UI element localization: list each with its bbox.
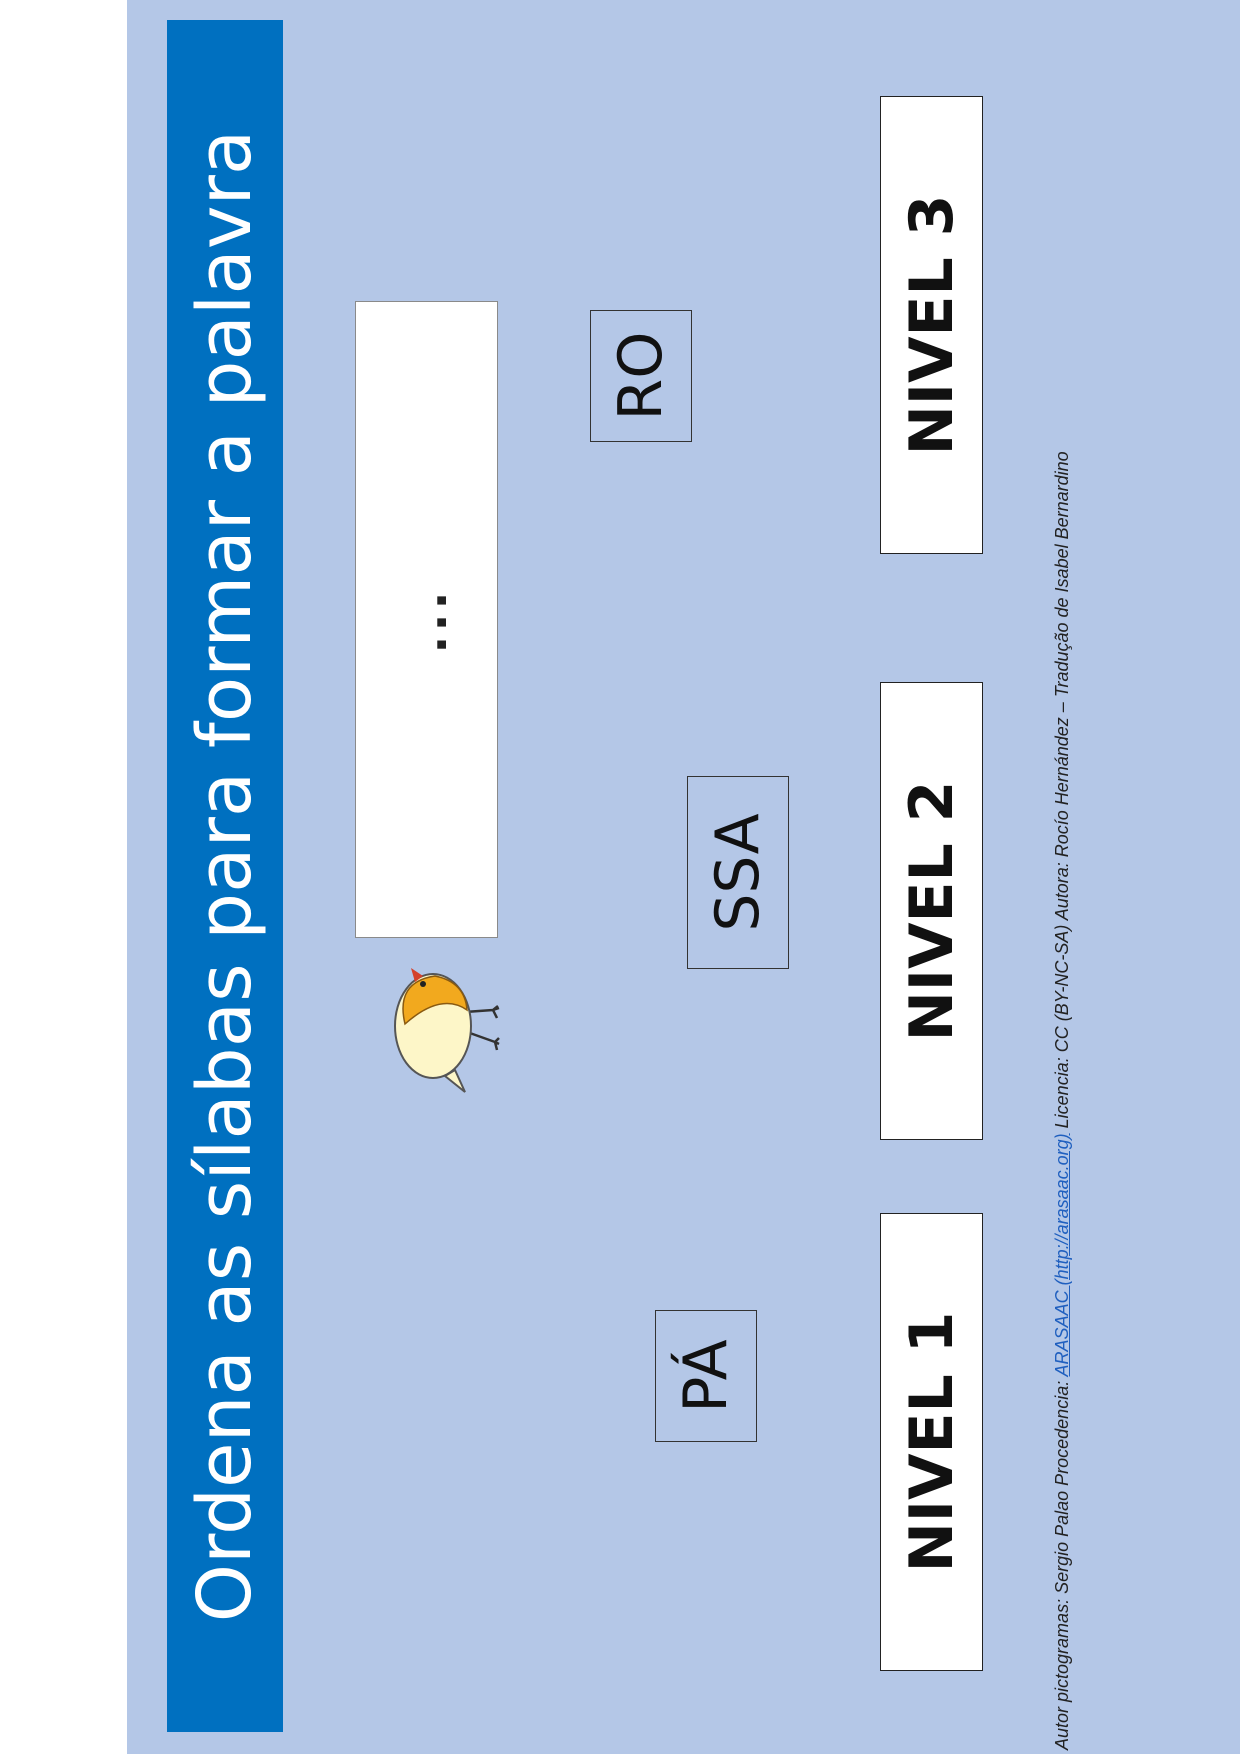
syllable-tile-ssa[interactable]: SSA — [687, 776, 789, 969]
level-2-button[interactable]: NIVEL 2 — [880, 682, 983, 1140]
level-3-label: NIVEL 3 — [896, 194, 967, 456]
level-3-button[interactable]: NIVEL 3 — [880, 96, 983, 554]
title-bar: Ordena as sílabas para formar a palavra — [167, 20, 283, 1732]
syllable-label: SSA — [703, 813, 773, 932]
answer-field[interactable]: ... — [355, 301, 498, 938]
bird-icon — [371, 954, 501, 1094]
level-2-label: NIVEL 2 — [896, 780, 967, 1042]
level-1-button[interactable]: NIVEL 1 — [880, 1213, 983, 1671]
answer-placeholder: ... — [394, 586, 459, 653]
syllable-label: PÁ — [671, 1339, 741, 1413]
level-1-label: NIVEL 1 — [896, 1311, 967, 1573]
arasaac-link[interactable]: ARASAAC (http://arasaac.org) — [1052, 1133, 1072, 1377]
activity-title: Ordena as sílabas para formar a palavra — [182, 129, 268, 1623]
credits-footer: Autor pictogramas: Sergio Palao Proceden… — [1052, 0, 1092, 1754]
credits-prefix: Autor pictogramas: Sergio Palao Proceden… — [1052, 1376, 1072, 1750]
activity-slide: Ordena as sílabas para formar a palavra … — [127, 0, 1240, 1754]
syllable-label: RO — [606, 331, 676, 421]
syllable-tile-ro[interactable]: RO — [590, 310, 692, 442]
syllable-tile-pa[interactable]: PÁ — [655, 1310, 757, 1442]
credits-suffix: Licencia: CC (BY-NC-SA) Autora: Rocío He… — [1052, 451, 1072, 1134]
